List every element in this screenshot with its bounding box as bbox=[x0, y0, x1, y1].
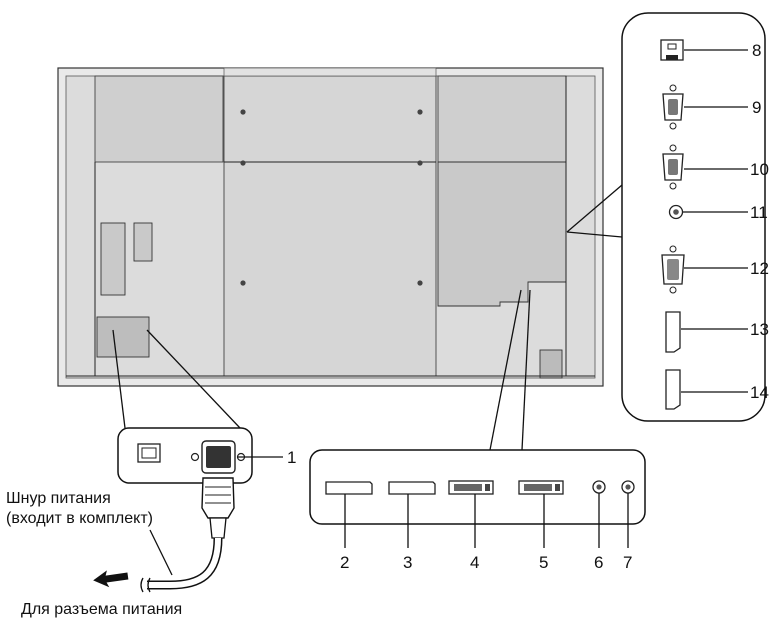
audio-jack-icon bbox=[668, 204, 684, 220]
callout-5: 5 bbox=[539, 553, 548, 572]
rs232c-in-port-icon bbox=[662, 84, 684, 130]
side-terminals-inset bbox=[621, 12, 766, 422]
audio-in-jack-icon bbox=[592, 480, 606, 494]
displayport-out-icon bbox=[388, 481, 436, 495]
main-power-switch-icon bbox=[137, 443, 161, 463]
audio-out-jack-icon bbox=[621, 480, 635, 494]
callout-7: 7 bbox=[623, 553, 632, 572]
callout-3: 3 bbox=[403, 553, 412, 572]
hdmi-port-1-icon bbox=[665, 311, 681, 353]
vga-port-icon bbox=[661, 245, 685, 294]
power-cord-caption-line2: (входит в комплект) bbox=[6, 510, 153, 527]
power-cord bbox=[93, 477, 235, 593]
callout-11: 11 bbox=[750, 203, 768, 222]
displayport-in-icon bbox=[325, 481, 373, 495]
dvi-out-icon bbox=[518, 480, 564, 495]
power-cord-caption-line1: Шнур питания bbox=[6, 490, 111, 507]
bottom-terminals-inset bbox=[309, 449, 646, 548]
callout-4: 4 bbox=[470, 553, 479, 572]
callout-14: 14 bbox=[750, 383, 769, 402]
captions: Шнур питания (входит в комплект) Для раз… bbox=[6, 490, 182, 618]
outlet-caption: Для разъема питания bbox=[21, 601, 182, 618]
power-inset bbox=[117, 427, 283, 484]
callout-13: 13 bbox=[750, 320, 769, 339]
monitor-rear-panel bbox=[57, 67, 604, 387]
callout-6: 6 bbox=[594, 553, 603, 572]
dvi-in-icon bbox=[448, 480, 494, 495]
callout-2: 2 bbox=[340, 553, 349, 572]
callout-12: 12 bbox=[750, 259, 769, 278]
callout-1: 1 bbox=[287, 448, 296, 467]
callout-10: 10 bbox=[750, 160, 769, 179]
hdmi-port-2-icon bbox=[665, 369, 681, 410]
arrow-left-icon bbox=[93, 570, 129, 588]
rs232c-out-port-icon bbox=[662, 144, 684, 190]
lan-port-icon bbox=[660, 39, 684, 61]
callout-8: 8 bbox=[752, 41, 761, 60]
callout-labels: 1 2 3 4 5 6 7 8 9 10 11 12 13 14 bbox=[287, 41, 769, 572]
callout-9: 9 bbox=[752, 98, 761, 117]
callout-pointers bbox=[112, 184, 623, 451]
